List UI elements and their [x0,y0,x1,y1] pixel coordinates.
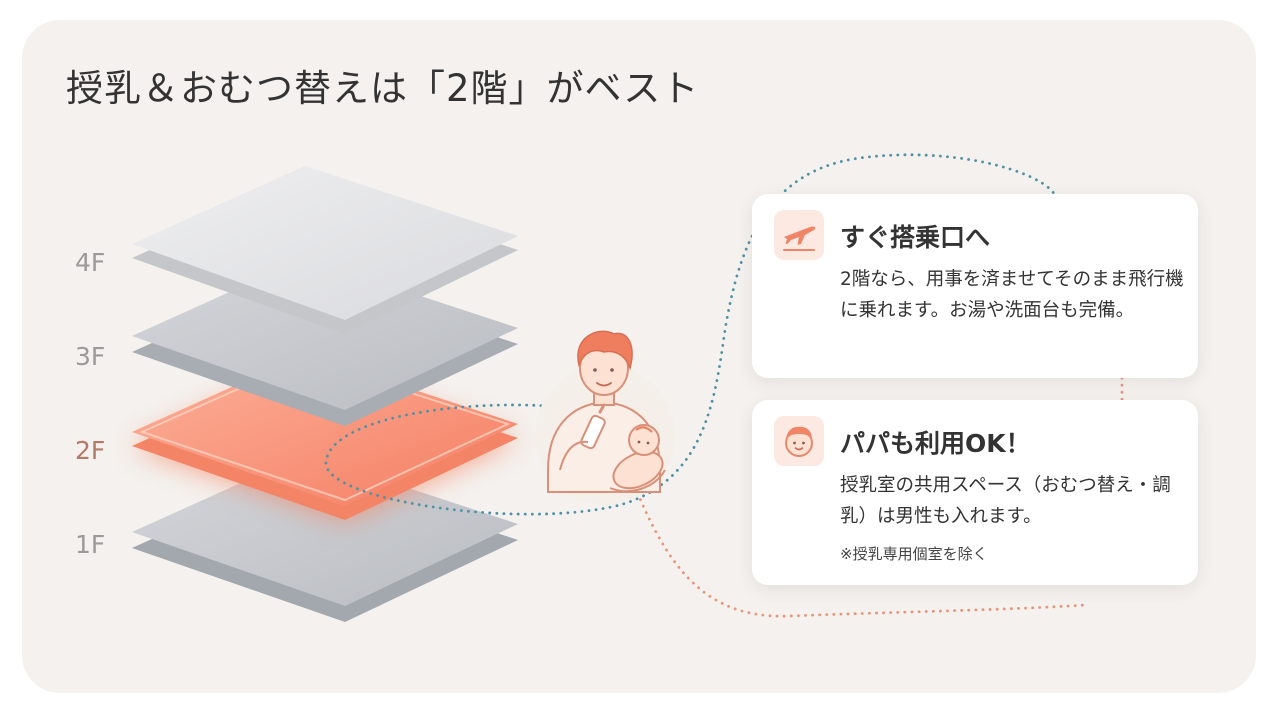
card-note: ※授乳専用個室を除く [840,545,988,563]
face-icon [774,416,824,466]
floor-plate-3f [132,258,518,426]
card-body: 授乳室の共用スペース（おむつ替え・調乳）は男性も入れます。 [840,475,1171,527]
floor-label-3f: 3F [75,342,105,371]
card-body: 2階なら、用事を済ませてそのまま飛行機に乗れます。お湯や洗面台も完備。 [840,269,1184,321]
father-with-baby-bottle-icon [535,330,675,505]
airplane-icon [774,210,824,260]
floor-plate-1f [132,454,518,622]
card-title: パパも利用OK！ [840,429,1031,458]
info-card-papa: パパも利用OK！ 授乳室の共用スペース（おむつ替え・調乳）は男性も入れます。 ※… [752,400,1198,585]
floor-label-4f: 4F [75,248,105,277]
floor-plate-4f [132,166,518,334]
dotted-path-orange [630,478,1087,618]
page-title: 授乳＆おむつ替えは「2階」がベスト [66,67,700,110]
info-card-boarding: すぐ搭乗口へ 2階なら、用事を済ませてそのまま飛行機に乗れます。お湯や洗面台も完… [752,194,1198,378]
floor-label-2f: 2F [75,436,105,465]
card-title: すぐ搭乗口へ [840,223,991,252]
floor-label-1f: 1F [75,530,105,559]
